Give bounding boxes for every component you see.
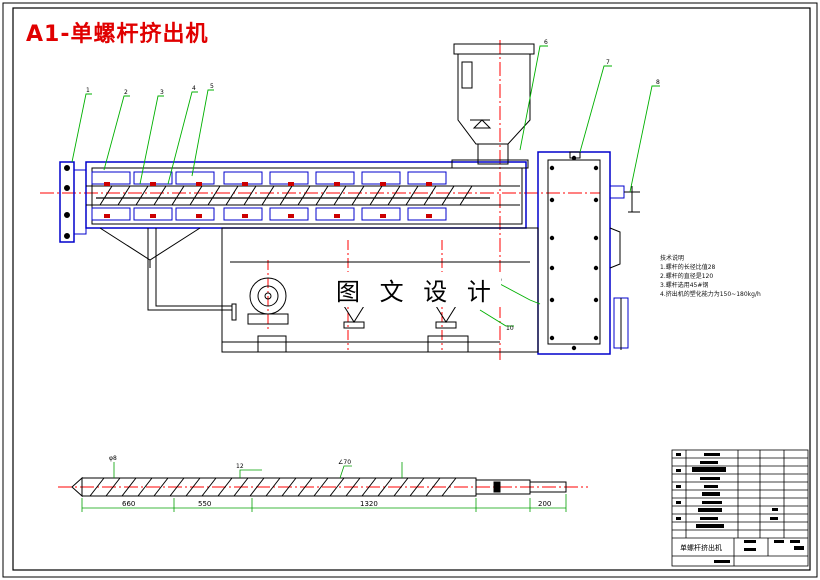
screw-dimension-text: 660 550 1320 200 φ8 12 ∠70 — [109, 455, 551, 508]
note-item: 3.螺杆选用45#钢 — [660, 282, 709, 289]
drawing-title: A1-单螺杆挤出机 — [26, 22, 209, 47]
callout-angle: ∠70 — [338, 459, 351, 466]
extruder-assembly — [40, 40, 640, 360]
balloon-8: 8 — [656, 79, 660, 86]
screw-dimensions — [81, 462, 567, 512]
dim-550: 550 — [198, 500, 211, 508]
heater-bands — [91, 171, 447, 221]
callout-12: 12 — [236, 463, 244, 470]
balloon-2: 2 — [124, 89, 128, 96]
leader-lines — [71, 45, 660, 327]
note-item: 1.螺杆的长径比值28 — [660, 264, 716, 271]
gearbox — [537, 151, 640, 355]
title-block — [671, 449, 809, 567]
balloon-5: 5 — [210, 83, 214, 90]
balloon-6: 6 — [544, 39, 548, 46]
notes-heading: 技术说明 — [660, 255, 685, 262]
inner-frame — [12, 7, 811, 571]
watermark: 图 文 设 计 — [332, 272, 501, 307]
note-item: 2.螺杆的直径是120 — [660, 273, 714, 280]
screw-detail — [58, 476, 588, 498]
balloon-10: 10 — [506, 325, 514, 332]
callout-phi8: φ8 — [109, 455, 117, 462]
dim-1320: 1320 — [360, 500, 378, 508]
hopper — [451, 43, 535, 169]
dim-660: 660 — [122, 500, 135, 508]
barrel-screw — [96, 185, 490, 206]
note-item: 4.挤出机的塑化能力为150~180kg/h — [660, 291, 761, 298]
balloon-1: 1 — [86, 87, 90, 94]
balloon-7: 7 — [606, 59, 610, 66]
balloon-4: 4 — [192, 85, 196, 92]
title-block-name: 单螺杆挤出机 — [680, 544, 722, 552]
dim-200: 200 — [538, 500, 551, 508]
balloon-3: 3 — [160, 89, 164, 96]
technical-notes: 技术说明 1.螺杆的长径比值28 2.螺杆的直径是120 3.螺杆选用45#钢 … — [660, 254, 761, 299]
base-frame — [99, 227, 539, 353]
die-flange — [59, 161, 75, 243]
